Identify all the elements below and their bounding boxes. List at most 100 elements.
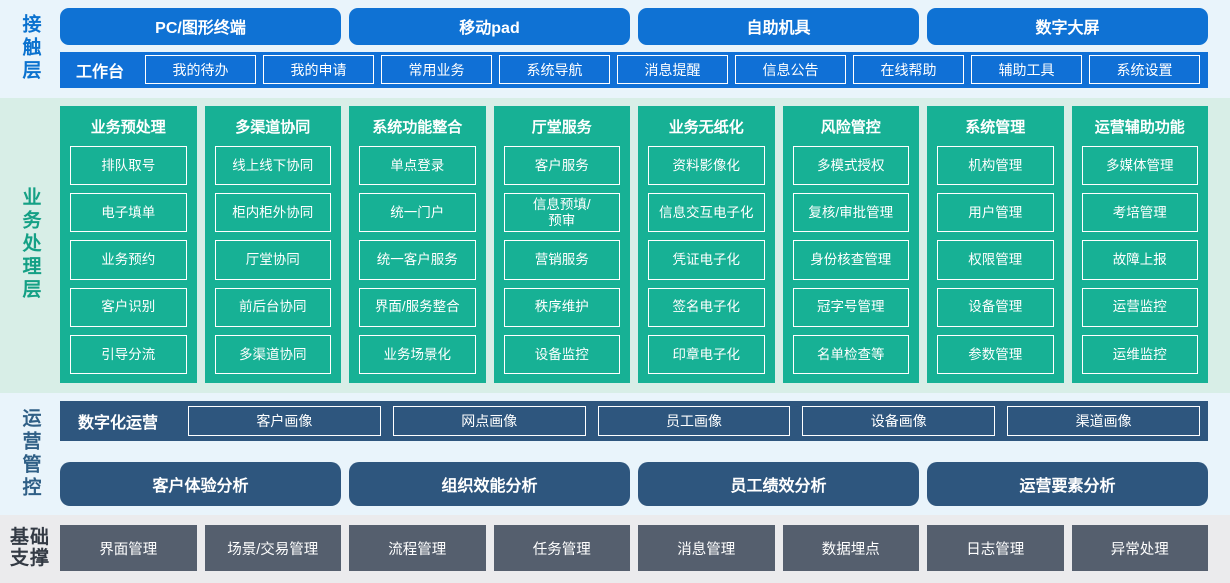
workbench-item-system-navigation[interactable]: 系统导航 [499, 55, 611, 85]
business-item[interactable]: 权限管理 [937, 240, 1054, 280]
business-item[interactable]: 引导分流 [70, 334, 187, 375]
operations-management-layer-label: 运营管控 [0, 401, 60, 506]
business-processing-layer-body: 业务预处理 排队取号 电子填单 业务预约 客户识别 引导分流 多渠道协同 线上线… [60, 106, 1230, 383]
foundation-row: 界面管理 场景/交易管理 流程管理 任务管理 消息管理 数据埋点 日志管理 异常… [60, 525, 1208, 571]
workbench-item-system-settings[interactable]: 系统设置 [1089, 55, 1201, 85]
foundation-support-layer-label-text: 基础 支撑 [8, 527, 52, 570]
business-item[interactable]: 考培管理 [1081, 193, 1198, 233]
foundation-support-layer-body: 界面管理 场景/交易管理 流程管理 任务管理 消息管理 数据埋点 日志管理 异常… [60, 522, 1230, 574]
business-item[interactable]: 参数管理 [937, 334, 1054, 375]
analysis-customer-experience[interactable]: 客户体验分析 [60, 462, 341, 506]
workbench-item-common-business[interactable]: 常用业务 [381, 55, 493, 85]
portrait-customer[interactable]: 客户画像 [188, 406, 381, 436]
portrait-employee[interactable]: 员工画像 [597, 406, 791, 436]
business-item[interactable]: 运维监控 [1081, 334, 1198, 375]
business-column-title: 系统功能整合 [372, 119, 463, 136]
business-item[interactable]: 凭证电子化 [648, 240, 765, 280]
operations-management-layer-body: 数字化运营 客户画像 网点画像 员工画像 设备画像 渠道画像 客户体验分析 组织… [60, 401, 1230, 506]
business-item[interactable]: 签名电子化 [648, 287, 765, 327]
channel-box-mobile-pad[interactable]: 移动pad [349, 8, 630, 45]
business-item[interactable]: 多渠道协同 [214, 334, 331, 375]
business-item[interactable]: 客户识别 [70, 287, 187, 327]
channel-box-pc[interactable]: PC/图形终端 [60, 8, 341, 45]
foundation-label-line1: 基础 [9, 526, 50, 548]
workbench-item-auxiliary-tools[interactable]: 辅助工具 [971, 55, 1083, 85]
foundation-item-process-management[interactable]: 流程管理 [349, 525, 486, 571]
business-item[interactable]: 客户服务 [503, 146, 620, 186]
business-item[interactable]: 冠字号管理 [792, 287, 909, 327]
business-column-paperless: 业务无纸化 资料影像化 信息交互电子化 凭证电子化 签名电子化 印章电子化 [638, 106, 775, 383]
business-column-items: 线上线下协同 柜内柜外协同 厅堂协同 前后台协同 多渠道协同 [214, 146, 331, 375]
business-column-items: 资料影像化 信息交互电子化 凭证电子化 签名电子化 印章电子化 [648, 146, 765, 375]
business-item[interactable]: 电子填单 [70, 193, 187, 233]
contact-layer: 接触层 PC/图形终端 移动pad 自助机具 数字大屏 工作台 我的待办 我的申… [0, 0, 1230, 98]
workbench-item-information-announcement[interactable]: 信息公告 [735, 55, 847, 85]
business-item[interactable]: 资料影像化 [648, 146, 765, 186]
analysis-employee-performance[interactable]: 员工绩效分析 [638, 462, 919, 506]
contact-layer-body: PC/图形终端 移动pad 自助机具 数字大屏 工作台 我的待办 我的申请 常用… [60, 8, 1230, 88]
portrait-channel[interactable]: 渠道画像 [1007, 406, 1200, 436]
business-item[interactable]: 身份核查管理 [792, 240, 909, 280]
business-item[interactable]: 故障上报 [1081, 240, 1198, 280]
foundation-item-data-tracking[interactable]: 数据埋点 [782, 525, 919, 571]
analysis-organizational-efficiency[interactable]: 组织效能分析 [349, 462, 630, 506]
business-item[interactable]: 用户管理 [937, 193, 1054, 233]
business-processing-layer: 业务处理层 业务预处理 排队取号 电子填单 业务预约 客户识别 引导分流 多渠道… [0, 98, 1230, 393]
business-item[interactable]: 信息预填/ 预审 [503, 193, 620, 233]
contact-layer-label-text: 接触层 [19, 13, 41, 83]
business-column-preprocessing: 业务预处理 排队取号 电子填单 业务预约 客户识别 引导分流 [60, 106, 197, 383]
foundation-support-layer: 基础 支撑 界面管理 场景/交易管理 流程管理 任务管理 消息管理 数据埋点 日… [0, 515, 1230, 583]
foundation-item-message-management[interactable]: 消息管理 [638, 525, 775, 571]
analysis-row: 客户体验分析 组织效能分析 员工绩效分析 运营要素分析 [60, 462, 1208, 506]
foundation-item-scenario-transaction-management[interactable]: 场景/交易管理 [204, 525, 341, 571]
business-column-items: 单点登录 统一门户 统一客户服务 界面/服务整合 业务场景化 [359, 146, 476, 375]
business-item[interactable]: 营销服务 [503, 240, 620, 280]
workbench-item-online-help[interactable]: 在线帮助 [853, 55, 965, 85]
business-item[interactable]: 线上线下协同 [214, 146, 331, 186]
business-item[interactable]: 单点登录 [359, 146, 476, 186]
foundation-item-exception-handling[interactable]: 异常处理 [1071, 525, 1208, 571]
business-item[interactable]: 统一客户服务 [359, 240, 476, 280]
channel-box-digital-screen[interactable]: 数字大屏 [927, 8, 1208, 45]
foundation-item-task-management[interactable]: 任务管理 [493, 525, 630, 571]
business-column-hall-service: 厅堂服务 客户服务 信息预填/ 预审 营销服务 秩序维护 设备监控 [493, 106, 630, 383]
business-item[interactable]: 印章电子化 [648, 334, 765, 375]
business-item[interactable]: 信息交互电子化 [648, 193, 765, 233]
portrait-device[interactable]: 设备画像 [802, 406, 996, 436]
workbench-item-message-reminder[interactable]: 消息提醒 [617, 55, 729, 85]
business-column-title: 业务预处理 [90, 119, 166, 136]
foundation-item-log-management[interactable]: 日志管理 [927, 525, 1064, 571]
workbench-item-my-application[interactable]: 我的申请 [263, 55, 375, 85]
foundation-support-layer-label: 基础 支撑 [0, 522, 60, 574]
business-item[interactable]: 业务场景化 [359, 334, 476, 375]
business-item[interactable]: 复核/审批管理 [792, 193, 909, 233]
portrait-branch[interactable]: 网点画像 [392, 406, 586, 436]
workbench-bar: 工作台 我的待办 我的申请 常用业务 系统导航 消息提醒 信息公告 在线帮助 辅… [60, 51, 1208, 88]
business-item[interactable]: 业务预约 [70, 240, 187, 280]
business-item[interactable]: 设备监控 [503, 334, 620, 375]
business-item[interactable]: 设备管理 [937, 287, 1054, 327]
business-item[interactable]: 统一门户 [359, 193, 476, 233]
business-column-title: 业务无纸化 [668, 119, 744, 136]
business-item[interactable]: 名单检查等 [792, 334, 909, 375]
business-item[interactable]: 前后台协同 [214, 287, 331, 327]
workbench-title: 工作台 [76, 63, 125, 81]
business-item[interactable]: 厅堂协同 [214, 240, 331, 280]
business-column-items: 多模式授权 复核/审批管理 身份核查管理 冠字号管理 名单检查等 [792, 146, 909, 375]
business-item[interactable]: 柜内柜外协同 [214, 193, 331, 233]
business-item[interactable]: 秩序维护 [503, 287, 620, 327]
foundation-item-ui-management[interactable]: 界面管理 [60, 525, 197, 571]
workbench-item-my-todo[interactable]: 我的待办 [145, 55, 257, 85]
business-item[interactable]: 运营监控 [1081, 287, 1198, 327]
analysis-operational-factors[interactable]: 运营要素分析 [927, 462, 1208, 506]
business-item[interactable]: 多媒体管理 [1081, 146, 1198, 186]
business-item[interactable]: 界面/服务整合 [359, 287, 476, 327]
digital-operations-bar: 数字化运营 客户画像 网点画像 员工画像 设备画像 渠道画像 [60, 401, 1208, 441]
channel-box-self-service[interactable]: 自助机具 [638, 8, 919, 45]
business-column-items: 排队取号 电子填单 业务预约 客户识别 引导分流 [70, 146, 187, 375]
business-item[interactable]: 多模式授权 [792, 146, 909, 186]
business-column-title: 厅堂服务 [531, 119, 592, 136]
business-item[interactable]: 机构管理 [937, 146, 1054, 186]
business-item[interactable]: 排队取号 [70, 146, 187, 186]
